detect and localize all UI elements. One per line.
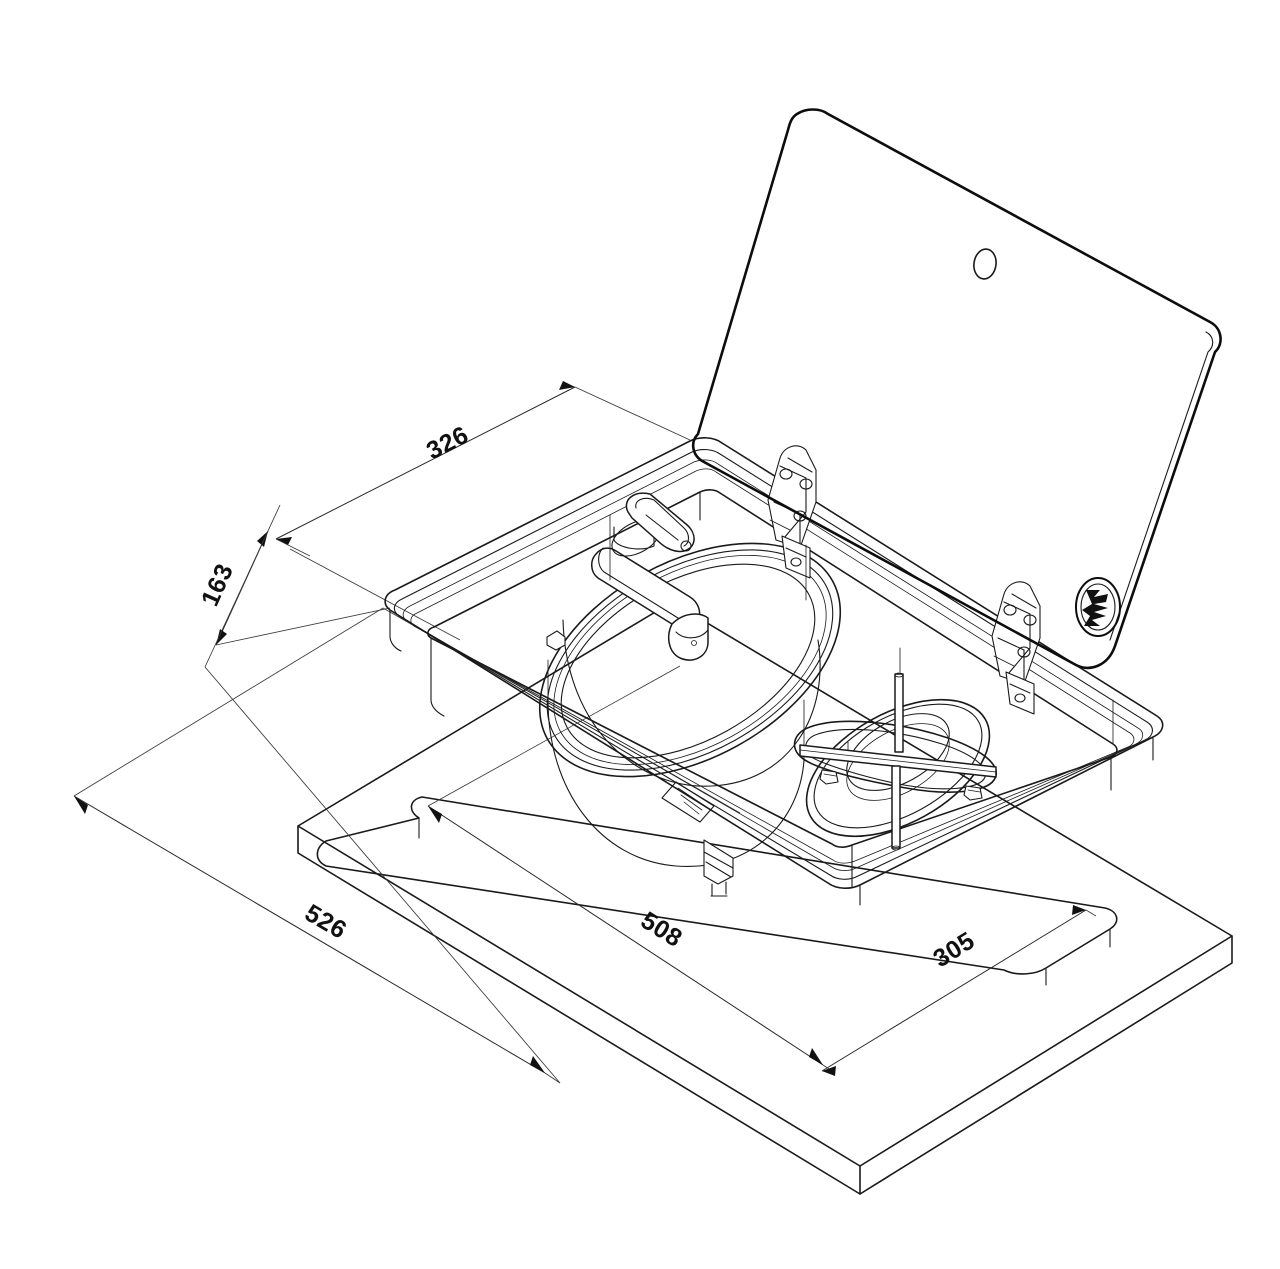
faucet-lever-handle[interactable] <box>625 492 695 553</box>
brand-emblem-icon <box>1075 577 1121 637</box>
lid-hinge-assembly <box>991 581 1041 715</box>
hinged-glass-lid[interactable] <box>691 108 1222 670</box>
round-sink-basin <box>538 542 842 897</box>
dimension-label-163: 163 <box>196 560 239 611</box>
lid-hinge-assembly <box>767 445 817 579</box>
gas-burner-assembly <box>793 672 997 851</box>
dimension-label-326: 326 <box>422 421 473 466</box>
lid-vent-hole <box>973 248 997 280</box>
frame-support-detail <box>609 514 1114 745</box>
dimension-label-508: 508 <box>636 906 687 953</box>
dimension-label-526: 526 <box>300 899 351 945</box>
worktop-panel <box>297 601 1233 1195</box>
dimension-label-305: 305 <box>928 926 979 973</box>
swivel-faucet <box>591 492 709 661</box>
sink-drain-outlet <box>703 839 734 897</box>
dimension-labels: 326 163 526 508 305 <box>196 421 980 973</box>
